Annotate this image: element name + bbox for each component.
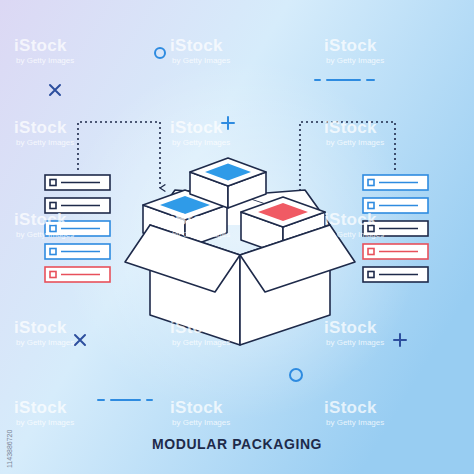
watermark-logo: iStock [170,210,223,230]
watermark-logo: iStock [170,398,223,418]
watermark-credit: by Getty Images [326,338,384,347]
watermark-credit: by Getty Images [326,418,384,427]
watermark-logo: iStock [324,318,377,338]
watermark-credit: by Getty Images [172,56,230,65]
watermark-logo: iStock [14,118,67,138]
watermark-credit: by Getty Images [172,418,230,427]
watermark-logo: iStock [324,118,377,138]
watermark-credit: by Getty Images [172,338,230,347]
watermark-credit: by Getty Images [326,138,384,147]
carton [125,158,355,345]
watermark-logo: iStock [14,36,67,56]
watermark-logo: iStock [170,36,223,56]
watermark-credit: by Getty Images [16,230,74,239]
watermark-credit: by Getty Images [172,138,230,147]
watermark-logo: iStock [324,210,377,230]
watermark-logo: iStock [324,398,377,418]
watermark-credit: by Getty Images [172,230,230,239]
watermark-logo: iStock [14,210,67,230]
watermark-logo: iStock [170,118,223,138]
watermark-credit: by Getty Images [16,418,74,427]
watermark-credit: by Getty Images [326,230,384,239]
watermark-credit: by Getty Images [16,138,74,147]
watermark-logo: iStock [14,318,67,338]
image-id: 1143886720 [6,430,13,468]
background-glow [60,60,420,420]
watermark-logo: iStock [14,398,67,418]
watermark-credit: by Getty Images [326,56,384,65]
watermark-credit: by Getty Images [16,56,74,65]
watermark-credit: by Getty Images [16,338,74,347]
watermark-logo: iStock [324,36,377,56]
title: MODULAR PACKAGING [152,436,322,452]
watermark-logo: iStock [170,318,223,338]
